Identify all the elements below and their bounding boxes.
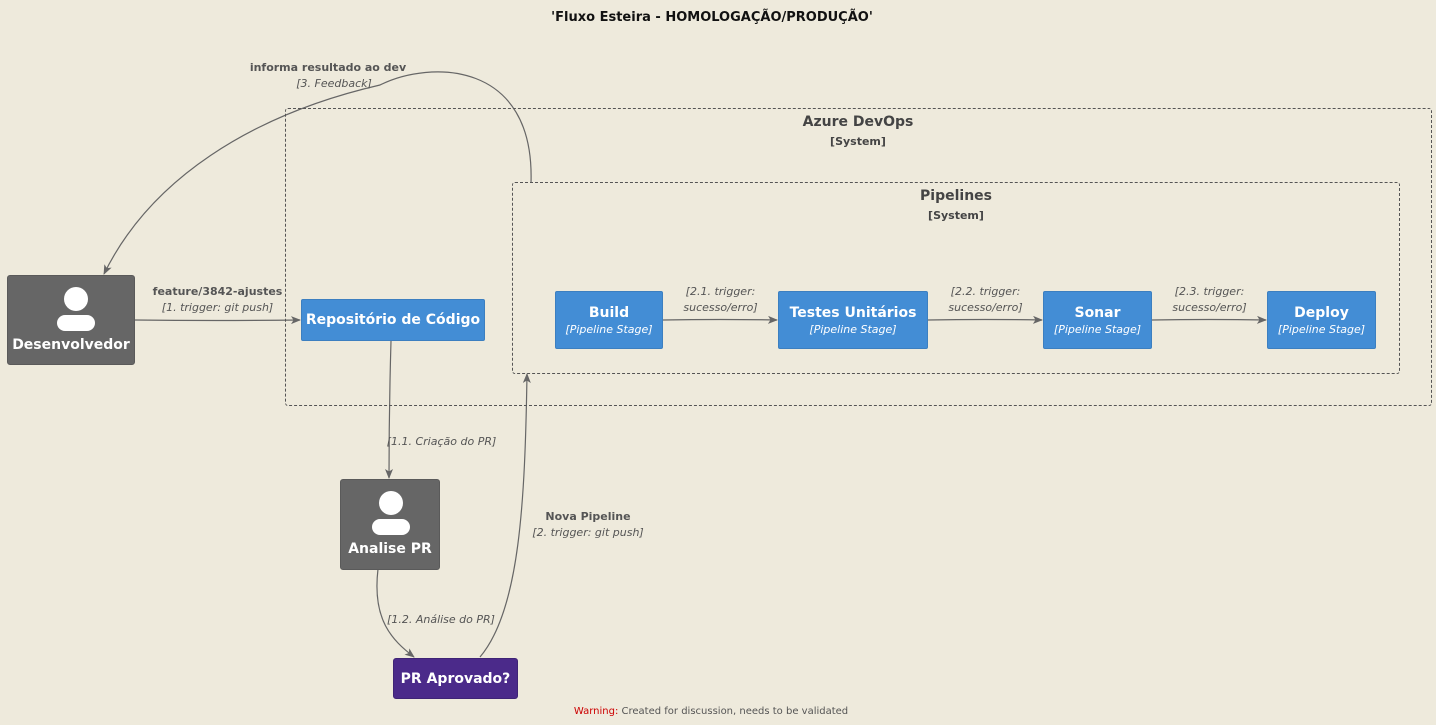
person-name: Analise PR <box>348 541 432 557</box>
stage-type: [Pipeline Stage] <box>809 322 897 336</box>
stage-name: Testes Unitários <box>789 304 917 321</box>
relation-desc-line1: [2.1. trigger: <box>685 285 756 298</box>
relation-desc-line2: sucesso/erro] <box>1172 301 1247 314</box>
label-testes-sonar: [2.2. trigger: sucesso/erro] <box>933 284 1038 316</box>
relation-desc-line2: sucesso/erro] <box>948 301 1023 314</box>
relation-label: informa resultado ao dev <box>249 61 407 74</box>
relation-desc-line2: sucesso/erro] <box>683 301 758 314</box>
person-desenvolvedor[interactable]: Desenvolvedor <box>7 275 135 365</box>
person-name: Desenvolvedor <box>12 337 130 353</box>
stage-type: [Pipeline Stage] <box>1277 322 1366 336</box>
label-pipelines-dev: informa resultado ao dev [3. Feedback] <box>243 60 413 92</box>
person-icon <box>57 287 95 331</box>
stage-testes-unitarios[interactable]: Testes Unitários [Pipeline Stage] <box>778 291 928 349</box>
stage-type: [Pipeline Stage] <box>565 322 653 336</box>
relation-label: Nova Pipeline <box>545 510 631 523</box>
azure-devops-name: Azure DevOps <box>802 114 914 130</box>
azure-devops-boundary <box>285 108 1432 406</box>
pipelines-name: Pipelines <box>920 188 992 204</box>
decision-pr-aprovado[interactable]: PR Aprovado? <box>393 658 518 699</box>
warning-text: Created for discussion, needs to be vali… <box>621 706 849 717</box>
pipelines-type: [System] <box>928 209 984 222</box>
stage-name: Build <box>588 304 630 321</box>
footer-note: Warning: Created for discussion, needs t… <box>0 706 1422 717</box>
label-decision-pipelines: Nova Pipeline [2. trigger: git push] <box>522 509 654 541</box>
label-dev-repo: feature/3842-ajustes [1. trigger: git pu… <box>140 284 295 316</box>
relation-label: feature/3842-ajustes <box>152 285 283 298</box>
relation-desc: [1.1. Criação do PR] <box>386 435 497 448</box>
label-repo-analise: [1.1. Criação do PR] <box>384 434 499 450</box>
warning-label: Warning: <box>573 706 619 717</box>
relation-desc: [2. trigger: git push] <box>532 526 644 539</box>
relation-desc: [1. trigger: git push] <box>161 301 274 314</box>
label-build-testes: [2.1. trigger: sucesso/erro] <box>668 284 773 316</box>
stage-name: Sonar <box>1074 304 1121 321</box>
diagram-title: 'Fluxo Esteira - HOMOLOGAÇÃO/PRODUÇÃO' <box>551 10 873 25</box>
stage-name: Deploy <box>1294 304 1349 321</box>
relation-desc-line1: [2.3. trigger: <box>1174 285 1245 298</box>
container-repositorio[interactable]: Repositório de Código <box>301 299 485 341</box>
stage-build[interactable]: Build [Pipeline Stage] <box>555 291 663 349</box>
stage-type: [Pipeline Stage] <box>1053 322 1142 336</box>
pipelines-boundary <box>512 182 1400 374</box>
arrow-dev-to-repo <box>134 316 301 325</box>
label-analise-decision: [1.2. Análise do PR] <box>382 612 500 628</box>
stage-sonar[interactable]: Sonar [Pipeline Stage] <box>1043 291 1152 349</box>
container-name: Repositório de Código <box>305 312 481 328</box>
label-sonar-deploy: [2.3. trigger: sucesso/erro] <box>1157 284 1262 316</box>
relation-desc: [1.2. Análise do PR] <box>387 613 495 626</box>
relation-desc-line1: [2.2. trigger: <box>950 285 1021 298</box>
person-analise-pr[interactable]: Analise PR <box>340 479 440 570</box>
azure-devops-type: [System] <box>830 135 886 148</box>
relation-desc: [3. Feedback] <box>296 77 372 90</box>
stage-deploy[interactable]: Deploy [Pipeline Stage] <box>1267 291 1376 349</box>
person-icon <box>372 491 410 535</box>
